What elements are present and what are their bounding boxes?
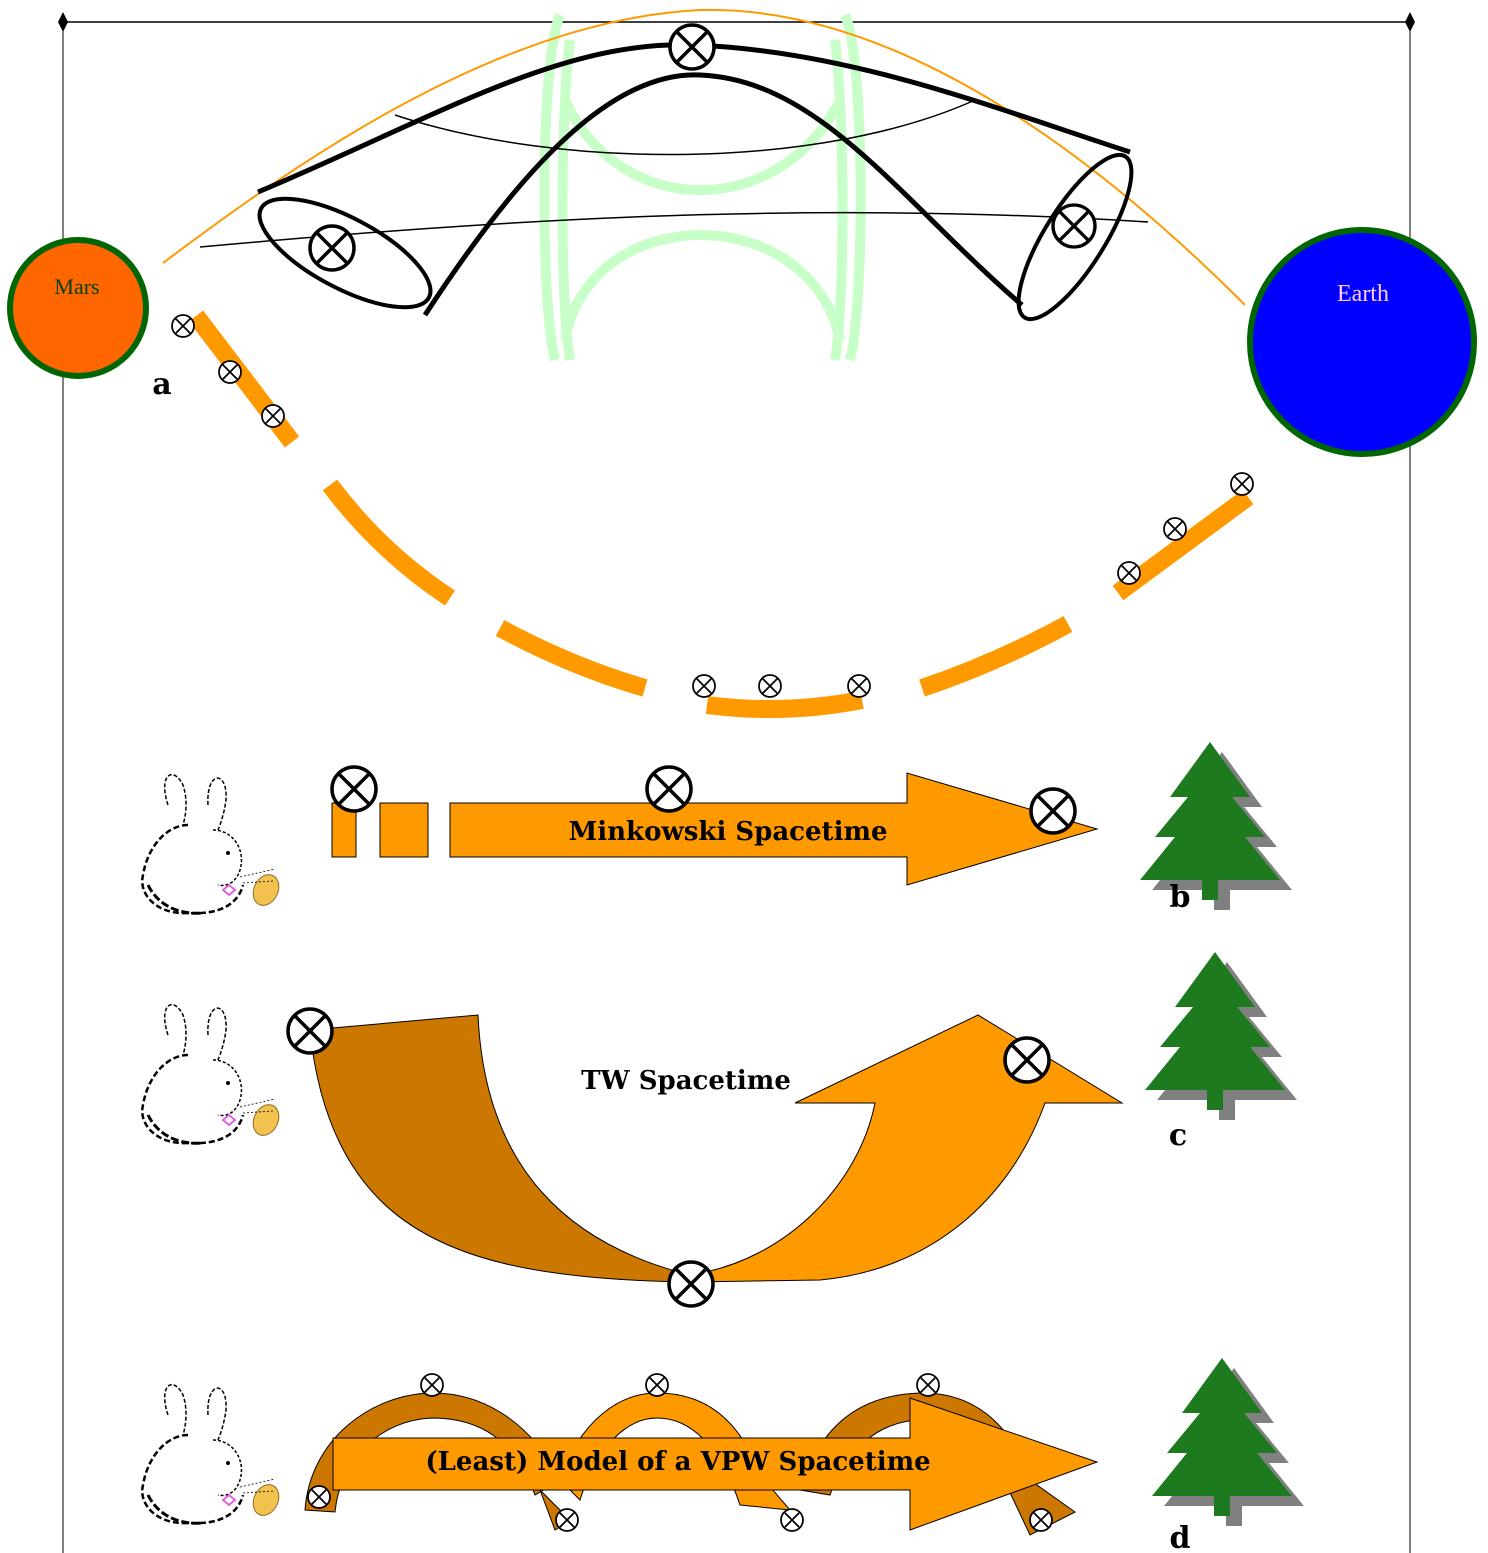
tw-label: TW Spacetime xyxy=(581,1066,791,1096)
tw-arrow-descending xyxy=(309,1014,691,1283)
vpw-arrow xyxy=(332,1397,1099,1531)
panel-b: Minkowski Spacetime b xyxy=(140,742,1292,915)
thin-line-upper xyxy=(394,99,976,156)
panel-c: TW Spacetime c xyxy=(140,952,1297,1308)
rabbit-icon xyxy=(140,773,286,915)
tree-icon xyxy=(1152,1358,1292,1516)
tw-arrow-ascending xyxy=(689,1014,1124,1283)
panel-label-c: c xyxy=(1169,1118,1187,1153)
minkowski-start-otimes-icon xyxy=(330,765,378,813)
wormhole-ghost-shape xyxy=(539,12,866,362)
orange-dashed-path xyxy=(188,310,1254,719)
tw-start-otimes-icon xyxy=(286,1007,334,1055)
orange-arc xyxy=(162,8,1246,306)
minkowski-mid-otimes-icon xyxy=(645,765,693,813)
planet-earth: Earth xyxy=(1247,227,1477,457)
minkowski-label: Minkowski Spacetime xyxy=(569,817,888,847)
panel-label-d: d xyxy=(1170,1521,1191,1553)
vpw-label: (Least) Model of a VPW Spacetime xyxy=(425,1447,930,1477)
frame-corner-left-icon xyxy=(58,12,68,32)
wormhole-left-otimes-icon xyxy=(308,224,356,272)
minkowski-arrow xyxy=(449,772,1099,886)
panel-label-b: b xyxy=(1170,880,1191,915)
path-markers xyxy=(171,314,1254,698)
frame-corner-right-icon xyxy=(1405,12,1415,32)
rabbit-icon xyxy=(140,1383,286,1525)
panel-label-a: a xyxy=(152,367,171,402)
tw-end-otimes-icon xyxy=(1003,1036,1051,1084)
minkowski-end-otimes-icon xyxy=(1029,787,1077,835)
earth-label: Earth xyxy=(1337,281,1389,307)
wormhole-top-otimes-icon xyxy=(668,23,716,71)
planet-mars: Mars xyxy=(7,237,149,379)
tree-icon xyxy=(1145,952,1285,1110)
tw-bottom-otimes-icon xyxy=(667,1260,715,1308)
tree-icon xyxy=(1140,742,1280,900)
wormhole-right-otimes-icon xyxy=(1051,203,1097,249)
panel-d: (Least) Model of a VPW Spacetime d xyxy=(140,1358,1304,1553)
mars-label: Mars xyxy=(54,274,99,299)
rabbit-icon xyxy=(140,1003,286,1145)
